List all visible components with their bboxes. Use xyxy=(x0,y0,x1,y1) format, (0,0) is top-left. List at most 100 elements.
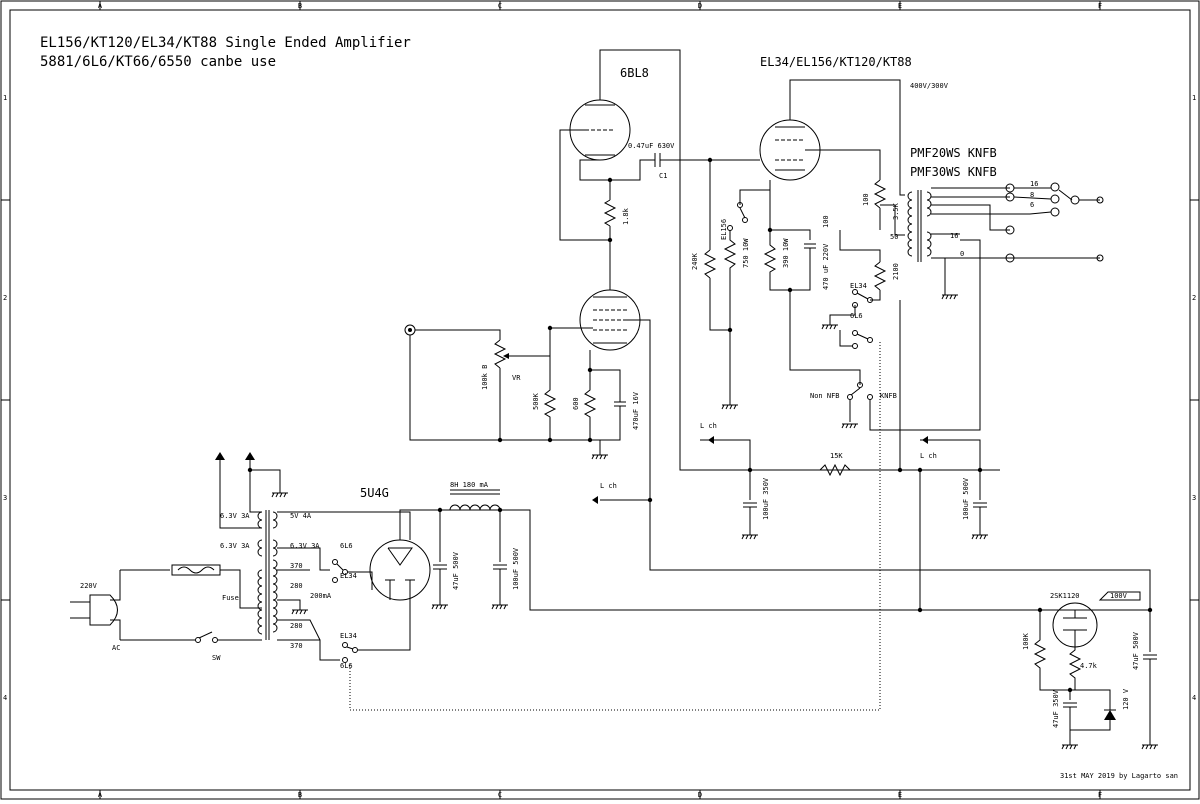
zener-label: 120 V xyxy=(1122,688,1130,710)
r-240k-label: 240K xyxy=(691,252,699,270)
mosfet-regulator xyxy=(917,591,1157,745)
opt-model-2: PMF30WS KNFB xyxy=(910,165,997,179)
col-label-top-b: B xyxy=(298,2,302,10)
c-470-16-label: 470uF 16V xyxy=(632,391,640,430)
col-label-top-e: E xyxy=(898,2,902,10)
filter-section xyxy=(433,489,507,605)
pt-sec-tap-280a: 280 xyxy=(290,582,303,590)
row-label-right-2: 2 xyxy=(1192,294,1196,302)
mosfet-label: 2SK1120 xyxy=(1050,592,1080,600)
pt-sec-tap-280b: 280 xyxy=(290,622,303,630)
opt-tap-50: 50 xyxy=(890,233,898,241)
heater-dotted-line xyxy=(349,340,881,711)
vr-ref-label: VR xyxy=(512,374,521,382)
pt-switch-el34-bot: EL34 xyxy=(340,632,357,640)
el156-switch-label: EL156 xyxy=(720,219,728,240)
r-2100-label: 2100 xyxy=(892,263,900,280)
col-label-bot-e: E xyxy=(898,791,902,799)
switch-el34-6l6[interactable] xyxy=(829,289,873,326)
switch-6l6-label: 6L6 xyxy=(850,312,863,320)
ac-label: AC xyxy=(112,644,120,652)
col-label-top-d: D xyxy=(698,2,702,10)
col-label-bot-a: A xyxy=(98,791,103,799)
tube-output-label: EL34/EL156/KT120/KT88 xyxy=(760,55,912,69)
opt-tap-3k5: 3.5K xyxy=(892,202,900,220)
pt-switch-el34-top: EL34 xyxy=(340,572,357,580)
fuse-label: Fuse xyxy=(222,594,239,602)
lch-label-2: L ch xyxy=(920,452,937,460)
c-47-500b-label: 47uF 500V xyxy=(1132,631,1140,670)
r-500k-label: 500K xyxy=(532,392,540,410)
pt-sec-tap-63: 6.3V 3A xyxy=(290,542,320,550)
row-label-left-2: 2 xyxy=(3,294,7,302)
driver-wiring xyxy=(559,49,750,471)
opt-tap-6: 6 xyxy=(1030,201,1034,209)
grid-row-labels: 1 2 3 4 1 2 3 4 xyxy=(3,94,1196,702)
pt-sec-tap-370b: 370 xyxy=(290,642,303,650)
switch-el34-label: EL34 xyxy=(850,282,867,290)
row-label-right-3: 3 xyxy=(1192,494,1196,502)
r-1k8-label: 1.8k xyxy=(622,207,630,225)
title-line-1: EL156/KT120/EL34/KT88 Single Ended Ampli… xyxy=(40,35,411,51)
opt-tap-16-fb: 16 xyxy=(950,232,958,240)
switch-el156[interactable] xyxy=(727,202,748,231)
row-label-right-4: 4 xyxy=(1192,694,1196,702)
row-label-left-1: 1 xyxy=(3,94,7,102)
c-100-500b-label: 100uF 500V xyxy=(512,547,520,590)
col-label-bot-d: D xyxy=(698,791,702,799)
switch-knfb-label: KNFB xyxy=(880,392,897,400)
row-label-left-3: 3 xyxy=(3,494,7,502)
sw-label: SW xyxy=(212,654,221,662)
output-wiring xyxy=(723,79,905,405)
opt-tap-0: 0 xyxy=(960,250,964,258)
c-100-500a-label: 100uF 500V xyxy=(962,477,970,520)
opt-tap-8: 8 xyxy=(1030,191,1034,199)
grid-column-labels: A B C D E F A B C D E F xyxy=(98,2,1102,799)
switch-6l6-lower[interactable] xyxy=(839,330,873,349)
r-390-label: 390 10W xyxy=(782,238,790,268)
ac-plug xyxy=(70,570,121,640)
r-100b-label: 100 xyxy=(862,193,870,206)
r-100a-label: 100 xyxy=(822,215,830,228)
v-100-label: 100V xyxy=(1110,592,1128,600)
tube-6bl8-label: 6BL8 xyxy=(620,66,649,80)
tube-5u4g xyxy=(369,509,1150,611)
c1-ref-label: C1 xyxy=(659,172,667,180)
r-4k7-label: 4.7k xyxy=(1080,662,1098,670)
col-label-top-c: C xyxy=(498,2,502,10)
b-plus-distribution xyxy=(592,300,1000,610)
footer-credit: 31st MAY 2019 by Lagarto san xyxy=(1060,772,1178,780)
c-47-350-label: 47uF 350V xyxy=(1052,689,1060,728)
r-15k-label: 15K xyxy=(830,452,843,460)
col-label-bot-c: C xyxy=(498,791,502,799)
title-line-2: 5881/6L6/KT66/6550 canbe use xyxy=(40,54,276,70)
input-stage-wiring xyxy=(404,319,1151,610)
r-750-label: 750 10W xyxy=(742,238,750,268)
power-transformer xyxy=(120,452,411,663)
pt-switch-6l6-top: 6L6 xyxy=(340,542,353,550)
pt-sec-tap-5v: 5V 4A xyxy=(290,512,312,520)
r-600-label: 600 xyxy=(572,397,580,410)
row-label-left-4: 4 xyxy=(3,694,7,702)
ground-symbols xyxy=(271,294,1158,750)
pt-pri-tap-1: 6.3V 3A xyxy=(220,512,250,520)
r-100k-label: 100K xyxy=(1022,632,1030,650)
c-470-220-label: 470 uF 220V xyxy=(822,243,830,290)
vr-value-label: 100k B xyxy=(481,365,489,390)
c1-value-label: 0.47uF 630V xyxy=(628,142,675,150)
pt-pri-tap-2: 6.3V 3A xyxy=(220,542,250,550)
col-label-bot-f: F xyxy=(1098,791,1102,799)
output-transformer xyxy=(907,182,1104,295)
switch-nfb[interactable] xyxy=(847,239,981,431)
lch-label-3: L ch xyxy=(600,482,617,490)
tube-5u4g-label: 5U4G xyxy=(360,486,389,500)
choke-label: 8H 180 mA xyxy=(450,481,489,489)
mains-voltage-label: 220V xyxy=(80,582,98,590)
lch-label-1: L ch xyxy=(700,422,717,430)
col-label-bot-b: B xyxy=(298,791,302,799)
col-label-top-a: A xyxy=(98,2,103,10)
pt-sec-tap-370a: 370 xyxy=(290,562,303,570)
